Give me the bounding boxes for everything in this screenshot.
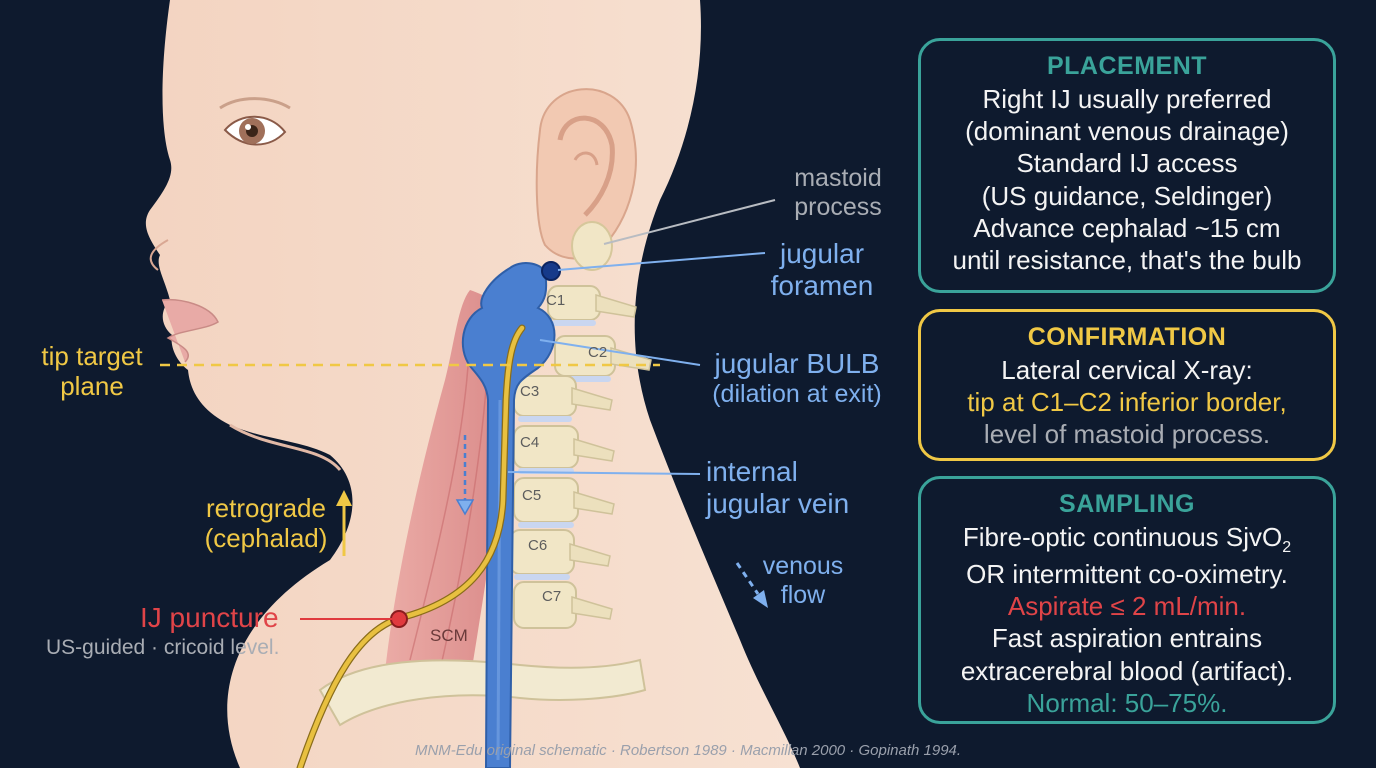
vertebra-label-c7: C7 [542, 588, 562, 605]
sampling-line6: Normal: 50–75%. [1026, 687, 1228, 718]
ij-puncture-label: IJ puncture [140, 602, 279, 633]
confirmation-box: CONFIRMATION Lateral cervical X-ray: tip… [918, 309, 1336, 461]
ijv-leader [507, 471, 701, 475]
downward-flow-arrow [455, 435, 475, 516]
scm-label: SCM [430, 626, 468, 645]
placement-line: until resistance, that's the bulb [952, 245, 1302, 276]
vertebra-label-c6: C6 [528, 537, 548, 554]
placement-line: (dominant venous drainage) [965, 116, 1289, 147]
sampling-line2: OR intermittent co-oximetry. [966, 559, 1288, 590]
foramen-leader [557, 252, 766, 271]
placement-box: PLACEMENT Right IJ usually preferred (do… [918, 38, 1336, 293]
placement-line: (US guidance, Seldinger) [981, 180, 1273, 211]
vertebra-c7 [513, 581, 613, 629]
sampling-title: SAMPLING [1059, 490, 1195, 518]
confirmation-line1: Lateral cervical X-ray: [1001, 355, 1253, 385]
vertebra-c4 [513, 425, 615, 474]
jaw-shadow [229, 423, 342, 471]
confirmation-line3: level of mastoid process. [983, 419, 1271, 450]
mastoid-process [571, 221, 613, 271]
retrograde-arrow-icon [336, 490, 352, 556]
sampling-line3: Aspirate ≤ 2 mL/min. [1007, 591, 1247, 622]
placement-line: Right IJ usually preferred [982, 84, 1272, 114]
jugular-bulb-label: jugular BULB(dilation at exit) [712, 348, 882, 409]
lips [161, 298, 219, 363]
bulb-leader [539, 339, 701, 366]
placement-title: PLACEMENT [1046, 52, 1208, 80]
vertebra-c1 [547, 285, 637, 326]
jugular-foramen-dot [541, 261, 561, 281]
sampling-line1: Fibre-optic continuous SjvO2 [962, 522, 1292, 557]
vertebra-label-c4: C4 [520, 434, 540, 451]
ear [535, 88, 637, 260]
vertebra-label-c5: C5 [522, 487, 542, 504]
placement-line: Advance cephalad ~15 cm [973, 212, 1281, 243]
clavicle [318, 658, 647, 727]
vertebra-label-c3: C3 [520, 383, 540, 400]
sampling-line5: extracerebral blood (artifact). [960, 655, 1294, 686]
vertebra-c5 [513, 477, 615, 528]
puncture-point [390, 610, 408, 628]
vertebra-c3 [513, 375, 613, 422]
us-guided-label: US-guided · cricoid level. [46, 636, 280, 659]
mastoid-leader [603, 199, 776, 245]
vertebra-label-c1: C1 [546, 292, 566, 309]
sampling-box: SAMPLING Fibre-optic continuous SjvO2 OR… [918, 476, 1336, 724]
vertebra-label-c2: C2 [588, 344, 608, 361]
eye-icon [219, 97, 291, 146]
nose-outline [149, 239, 169, 271]
footer-citation: MNM-Edu original schematic · Robertson 1… [414, 742, 962, 759]
sampling-line4: Fast aspiration entrains [991, 623, 1263, 654]
internal-jugular-vein [461, 262, 556, 768]
venous-flow-arrow-icon [735, 562, 768, 608]
retrograde-label: retrograde(cephalad) [204, 493, 328, 553]
confirmation-title: CONFIRMATION [1027, 323, 1227, 351]
confirmation-line2: tip at C1–C2 inferior border, [967, 387, 1287, 418]
vertebra-c6 [509, 529, 611, 580]
placement-line: Standard IJ access [1016, 148, 1238, 179]
